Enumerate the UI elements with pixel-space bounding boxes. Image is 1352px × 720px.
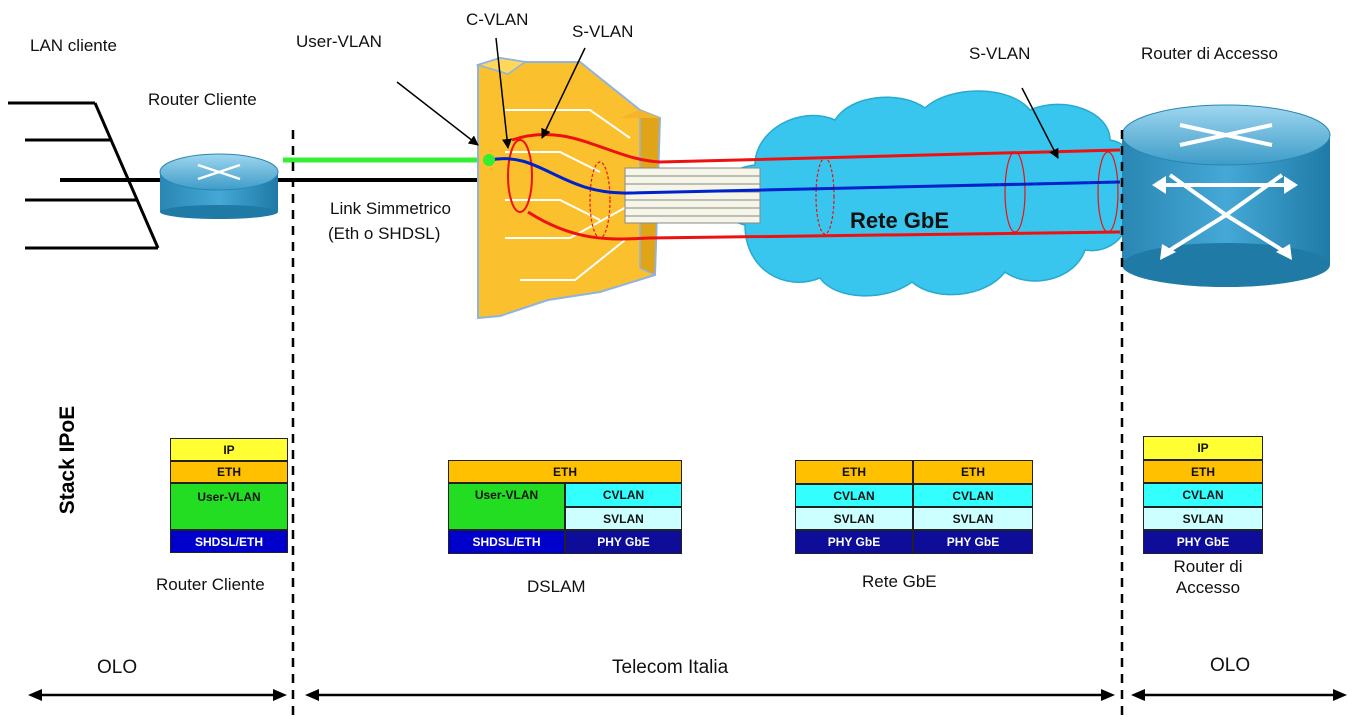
router-cliente-stack: IP ETH User-VLAN SHDSL/ETH: [170, 438, 288, 556]
link-label-line1: Link Simmetrico: [330, 199, 451, 218]
stack-cell-phy: PHY GbE: [795, 530, 913, 554]
olo-right-label: OLO: [1210, 655, 1251, 676]
stack-cell-phy: SHDSL/ETH: [170, 530, 288, 553]
dslam-stack: ETH User-VLAN CVLAN SVLAN SHDSL/ETH PHY …: [448, 460, 682, 556]
stack-cell-svlan: SVLAN: [913, 507, 1033, 530]
stack-cell-ip: IP: [170, 438, 288, 461]
stack-cell-svlan: SVLAN: [795, 507, 913, 530]
stack-cell-eth: ETH: [448, 460, 682, 483]
domain-arrowheads: [28, 689, 1347, 701]
router-accesso-caption: Router di Accesso: [1173, 557, 1243, 597]
router-cliente-icon: [159, 153, 279, 219]
router-accesso-icon: [1121, 104, 1331, 287]
lan-cliente-label: LAN cliente: [30, 36, 117, 55]
link-label-line2: (Eth o SHDSL): [328, 224, 441, 243]
pointer-arrows: [396, 37, 1059, 159]
stack-cell-svlan: SVLAN: [1143, 507, 1263, 530]
stack-ipoe-title: Stack IPoE: [38, 380, 98, 540]
c-vlan-line: [489, 157, 1121, 195]
router-cliente-caption: Router Cliente: [156, 575, 265, 594]
router-accesso-label: Router di Accesso: [1141, 44, 1279, 63]
user-vlan-label: User-VLAN: [296, 32, 382, 51]
c-vlan-label: C-VLAN: [466, 10, 529, 29]
dslam-caption: DSLAM: [527, 577, 586, 596]
olo-left-label: OLO: [97, 657, 138, 678]
stack-cell-cvlan: CVLAN: [1143, 483, 1263, 507]
lan-cliente-icon: [8, 101, 160, 250]
rete-gbe-stack: ETH CVLAN SVLAN PHY GbE ETH CVLAN SVLAN …: [795, 460, 1033, 554]
rete-gbe-cloud-label: Rete GbE: [850, 208, 950, 233]
user-vlan-endpoint: [483, 154, 495, 166]
s-vlan-cloud-label: S-VLAN: [969, 44, 1031, 63]
stack-cell-phy: PHY GbE: [1143, 530, 1263, 554]
stack-cell-phy: PHY GbE: [565, 530, 682, 554]
stack-cell-shdsl: SHDSL/ETH: [448, 530, 565, 554]
stack-cell-cvlan: CVLAN: [565, 483, 682, 507]
telecom-italia-label: Telecom Italia: [612, 657, 729, 678]
boundary-lines: [291, 130, 1124, 715]
stack-cell-phy: PHY GbE: [913, 530, 1033, 554]
stack-cell-eth: ETH: [170, 461, 288, 483]
stack-cell-eth: ETH: [913, 460, 1033, 484]
s-vlan-label: S-VLAN: [572, 22, 634, 41]
stack-cell-cvlan: CVLAN: [913, 484, 1033, 507]
router-cliente-label: Router Cliente: [148, 90, 257, 109]
stack-cell-eth: ETH: [1143, 460, 1263, 483]
stack-cell-ip: IP: [1143, 436, 1263, 460]
stack-ipoe-text: Stack IPoE: [56, 405, 79, 515]
s-vlan-tunnel: [507, 133, 1121, 241]
stack-cell-user-vlan: User-VLAN: [448, 483, 565, 530]
stack-cell-eth: ETH: [795, 460, 913, 484]
stack-cell-svlan: SVLAN: [565, 507, 682, 530]
stack-cell-cvlan: CVLAN: [795, 484, 913, 507]
router-accesso-stack: IP ETH CVLAN SVLAN PHY GbE: [1143, 436, 1263, 554]
fiber-bundle: [624, 167, 761, 224]
rete-gbe-caption: Rete GbE: [862, 572, 937, 591]
stack-cell-user-vlan: User-VLAN: [170, 483, 288, 530]
rete-gbe-cloud-icon: [717, 90, 1137, 297]
